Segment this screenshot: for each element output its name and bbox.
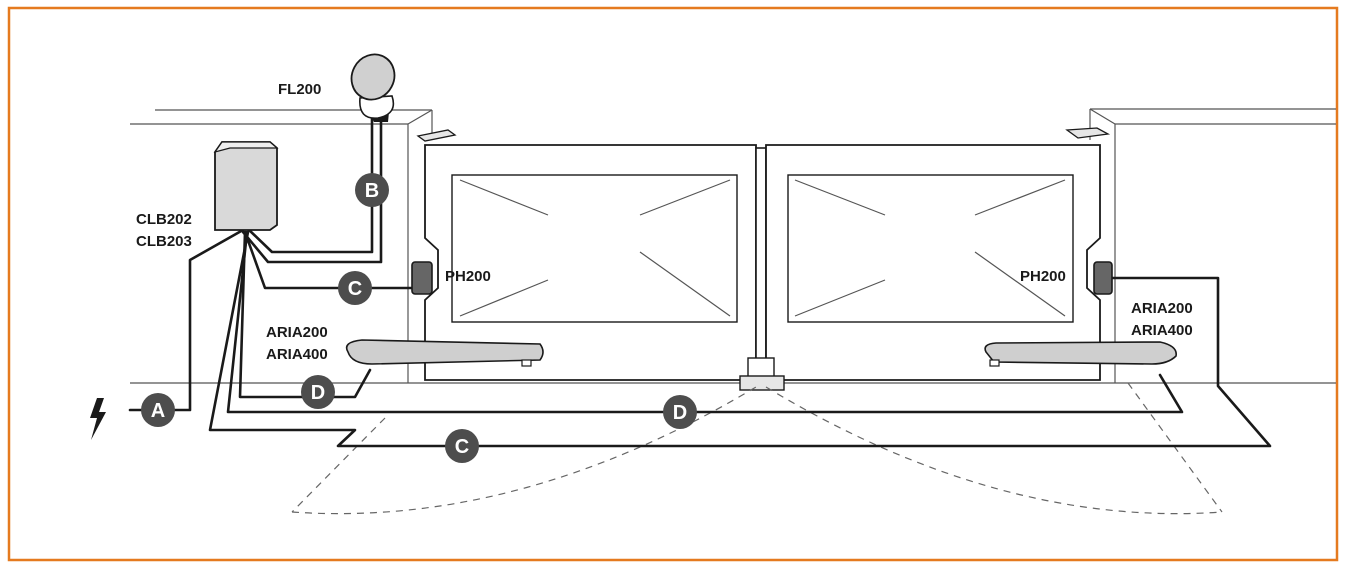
svg-text:B: B [365,180,379,202]
center-post [755,147,767,381]
left-photocell [411,261,433,295]
flash-light [350,53,396,122]
right-motor [984,341,1177,367]
flash-label: FL200 [278,81,321,98]
left-motor-label-1: ARIA200 [266,324,328,341]
right-photocell [1093,261,1113,295]
left-motor [345,339,544,367]
left-photocell-label: PH200 [445,268,491,285]
left-hinge [416,129,457,142]
svg-text:C: C [455,436,469,458]
badge-d-left: D [301,375,335,409]
control-unit-label-1: CLB202 [136,211,192,228]
svg-text:A: A [151,400,165,422]
right-motor-label-2: ARIA400 [1131,322,1193,339]
svg-text:D: D [311,382,325,404]
right-photocell-label: PH200 [1020,268,1066,285]
lightning-bolt-icon [90,398,106,440]
swing-arcs [291,382,1223,515]
badge-c-upper: C [338,271,372,305]
right-motor-label-1: ARIA200 [1131,300,1193,317]
badge-b: B [355,173,389,207]
right-gate-leaf [765,144,1101,381]
control-unit-label-2: CLB203 [136,233,192,250]
badge-c-lower: C [445,429,479,463]
control-box [213,141,279,231]
badge-d-center: D [663,395,697,429]
gate-stopper [739,357,785,391]
svg-text:D: D [673,402,687,424]
right-wall [1089,108,1336,383]
left-motor-label-2: ARIA400 [266,346,328,363]
svg-text:C: C [348,278,362,300]
right-hinge [1065,127,1111,139]
badge-a: A [141,393,175,427]
